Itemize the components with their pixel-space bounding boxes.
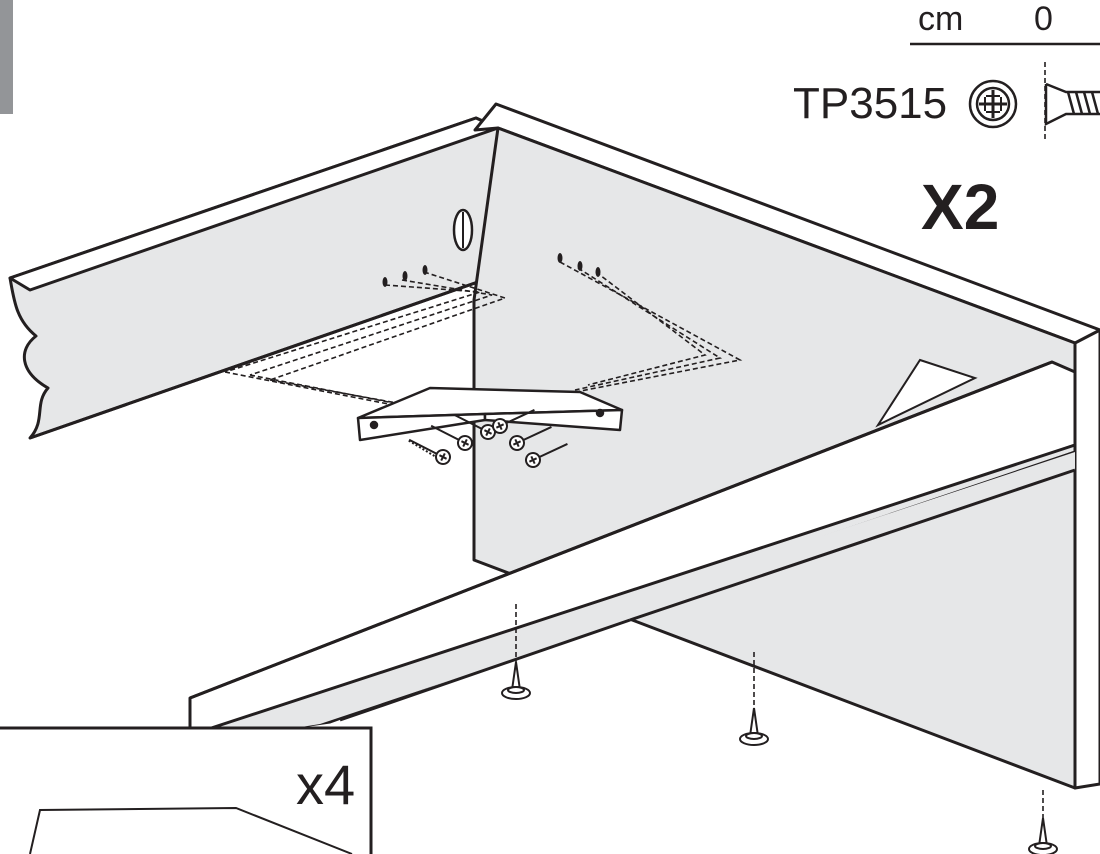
screws: [408, 409, 568, 468]
ruler-unit-label: cm: [918, 0, 964, 38]
inset-quantity: x4: [296, 753, 356, 816]
panel-label: [875, 358, 978, 428]
left-rail: [8, 116, 500, 440]
ruler-zero-label: 0: [1034, 0, 1053, 38]
page-edge-marker: [0, 0, 13, 114]
corner-bracket: [356, 386, 624, 442]
screw-profile-icon: [1044, 82, 1100, 127]
hardware-part-code: TP3515: [793, 79, 948, 128]
inset-panel: [0, 726, 373, 854]
pilot-holes: [382, 253, 601, 287]
phillips-drive-icon: [968, 79, 1018, 129]
hardware-quantity: X2: [921, 171, 1000, 243]
floor-glides: [501, 661, 1058, 854]
projection-lines: [224, 62, 1046, 822]
front-rail-face: [190, 452, 1075, 745]
